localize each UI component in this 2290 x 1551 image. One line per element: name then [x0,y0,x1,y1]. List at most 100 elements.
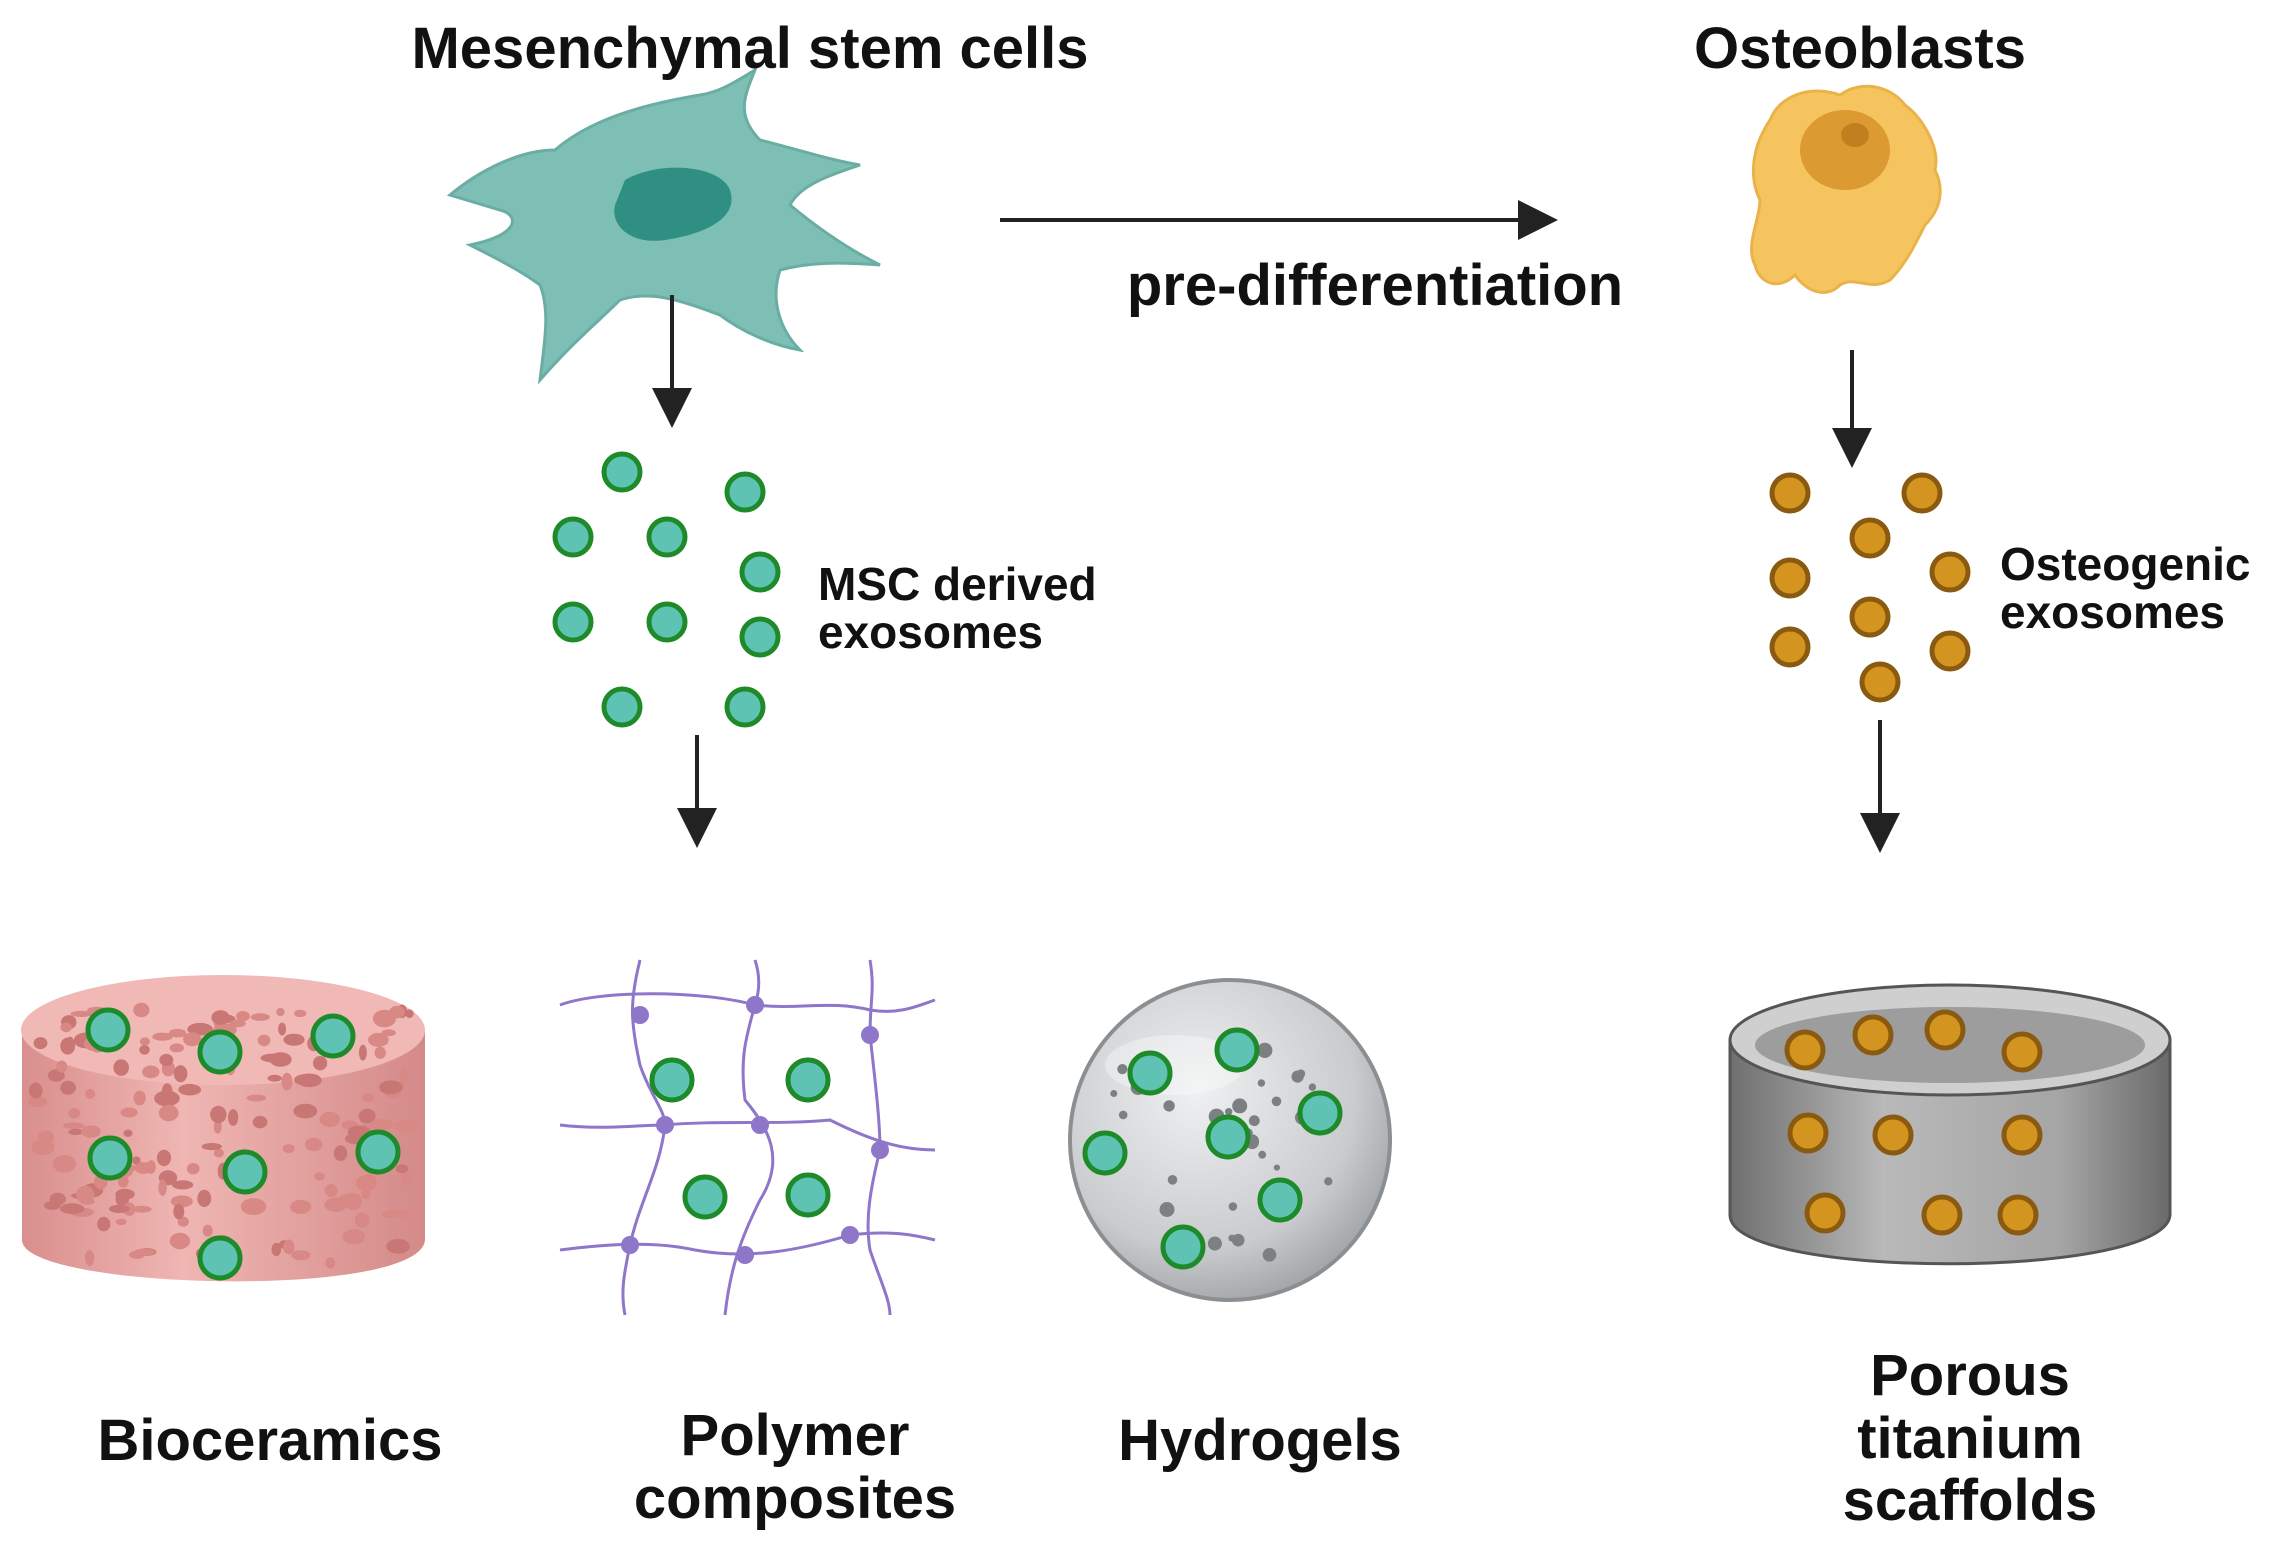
osteogenic-exosome [1929,551,1971,593]
ceramic-pore [202,1224,213,1237]
bioceramics-illustration [21,975,425,1282]
ceramic-pore [187,1163,200,1175]
ceramic-pore [213,1148,224,1158]
ceramic-pore [324,1197,347,1212]
hydrogel-particle [1232,1098,1248,1114]
bioceramic-exosomes [85,1007,401,1281]
ceramic-pore [56,1060,68,1073]
label-polymer-line1: Polymer [680,1403,910,1468]
label-osteogenic-exosomes: Osteogenic exosomes [2000,540,2280,637]
ceramic-pore [283,1239,295,1255]
ceramic-pore [131,1205,152,1213]
ceramic-pore [369,1119,394,1131]
titanium-exosome [1804,1192,1846,1234]
bioceramic-exosome [222,1149,268,1195]
msc-exosome [601,686,643,728]
msc-exosome [646,601,688,643]
ceramic-pore [139,1037,150,1046]
hydrogel-particle [1228,1202,1238,1211]
bioceramic-exosome [197,1235,243,1281]
ceramic-pore [68,1128,84,1135]
polymer-exosome [785,1172,831,1218]
osteogenic-exosome [1769,626,1811,668]
titanium-exosome [2001,1031,2043,1073]
ceramic-pore [52,1155,76,1173]
ceramic-pore [97,1216,111,1232]
hydrogel-exosome [1205,1114,1251,1160]
ceramic-pore [271,1242,282,1257]
bioceramic-exosome [85,1007,131,1053]
ceramic-pore [142,1065,160,1079]
ceramic-pore [169,1043,184,1053]
ceramic-pore [257,1034,271,1047]
label-msc-derived-exosomes: MSC derived exosomes [818,560,1138,657]
ceramic-pore [133,1090,146,1106]
hydrogel-particle [1167,1175,1178,1185]
ceramic-pore [333,1145,348,1162]
msc-exosome [646,516,688,558]
ceramic-pore [358,1044,367,1061]
ceramic-pore [59,1203,85,1215]
ceramic-pore [395,1164,409,1174]
ceramic-pore [159,1053,174,1067]
ceramic-pore [405,1009,414,1018]
bioceramic-exosome [310,1013,356,1059]
msc-exosome [724,686,766,728]
ceramic-pore [173,1065,188,1083]
osteoblast-illustration [1750,84,1942,294]
ceramic-pore [129,1250,145,1259]
hydrogel-particle [1258,1150,1267,1159]
bioceramic-exosome [87,1135,133,1181]
ceramic-pore [236,1011,250,1022]
ceramic-pore [70,1010,93,1018]
ceramic-pore [260,1053,286,1063]
ceramic-pore [113,1059,129,1076]
ceramic-pore [267,1074,282,1082]
label-pre-differentiation: pre-differentiation [1126,253,1624,318]
ceramic-pore [172,1180,194,1190]
msc-exosome [724,471,766,513]
titanium-exosome [1852,1014,1894,1056]
ceramic-pore [386,1238,410,1254]
ceramic-pore [156,1149,172,1167]
ceramic-pore [154,1090,180,1107]
titanium-exosome [2001,1114,2043,1156]
ceramic-pore [37,1130,54,1143]
ceramic-pore [168,1028,187,1038]
ceramic-pore [293,1103,318,1119]
ceramic-pore [120,1107,138,1118]
label-msc-exo-line2: exosomes [818,606,1044,659]
ceramic-pore [360,1116,370,1124]
ceramic-pore [158,1179,167,1196]
ceramic-pore [152,1032,173,1041]
hydrogel-particle [1262,1248,1277,1262]
hydrogel-particle [1291,1070,1304,1083]
label-hydrogels: Hydrogels [1118,1408,1402,1473]
titanium-scaffold-illustration [1728,983,2172,1266]
ceramic-pore [290,1199,312,1214]
label-mesenchymal-stem-cells: Mesenchymal stem cells [411,16,1089,81]
ceramic-pore [31,1138,55,1156]
label-polymer-line2: composites [633,1465,957,1531]
hydrogel-particle [1231,1233,1245,1247]
polymer-crosslinks [621,996,889,1264]
ceramic-pore [80,1125,101,1138]
ceramic-pore [281,1072,293,1091]
ceramic-pore [28,1096,47,1108]
ceramic-pore [123,1129,133,1137]
hydrogel-exosome [1127,1050,1173,1096]
label-titanium-line2: titanium [1857,1405,2083,1471]
label-osteoblasts: Osteoblasts [1694,16,2026,81]
msc-exosome [739,616,781,658]
ceramic-pore [62,1122,85,1129]
hydrogel-particle [1117,1064,1128,1075]
polymer-exosome [649,1057,695,1103]
ceramic-pore [68,1108,81,1119]
ceramic-pore [354,1212,370,1228]
ceramic-pore [213,1120,222,1134]
label-osteo-exo-line2: exosomes [2000,586,2226,639]
ceramic-pore [305,1137,323,1152]
ceramic-pore [282,1144,295,1154]
polymer-exosome [785,1057,831,1103]
label-osteo-exo-line1: Osteogenic [2000,538,2251,590]
